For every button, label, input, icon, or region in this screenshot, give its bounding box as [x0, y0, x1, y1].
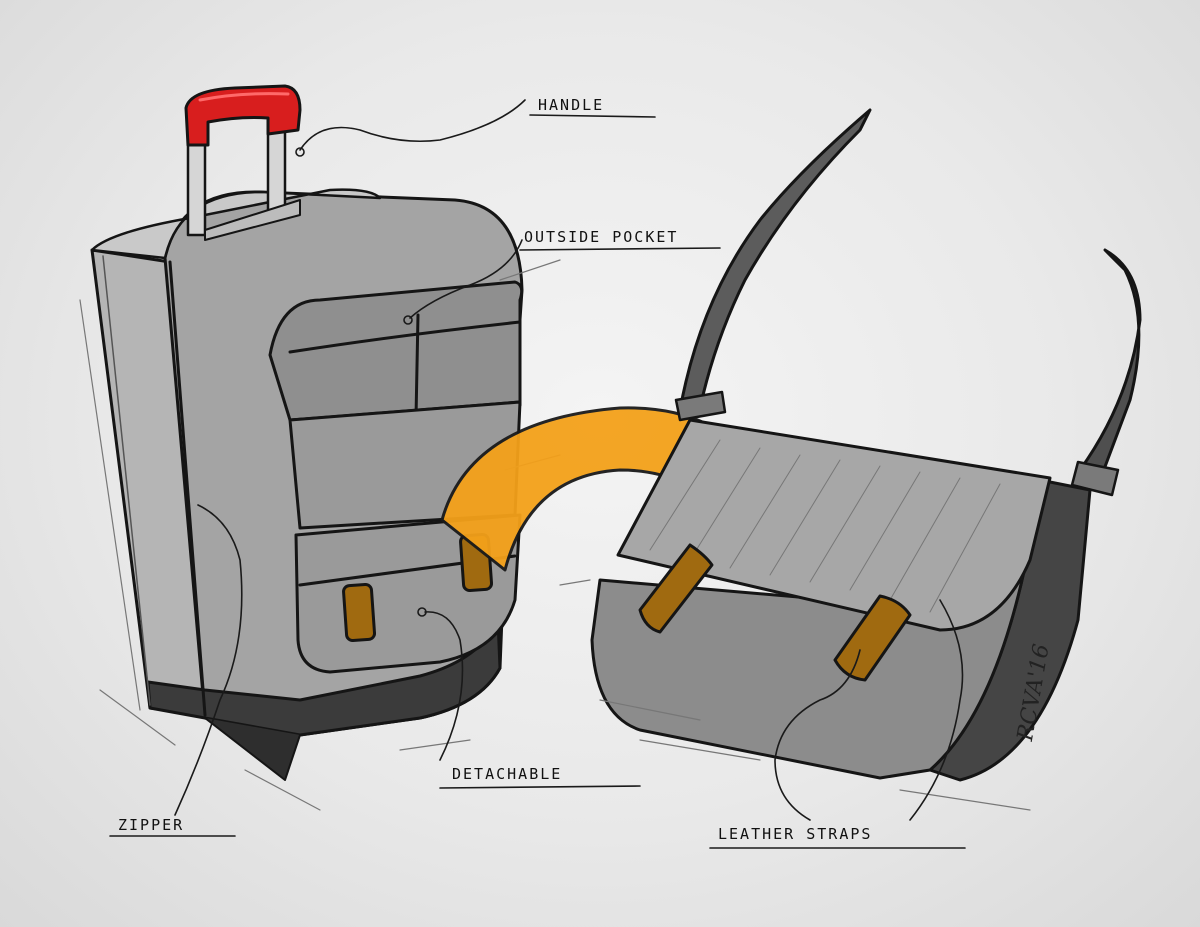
leader-detachable [424, 611, 464, 761]
leader-pocket [409, 239, 523, 319]
callout-leaders [109, 99, 966, 849]
label-detachable: DETACHABLE [452, 765, 563, 783]
zipper-line [168, 260, 207, 717]
handle-post-right [266, 123, 287, 217]
handle-post-left [186, 133, 207, 237]
outside-pocket-upper [268, 280, 524, 422]
suitcase-strap-left [342, 582, 377, 643]
leader-straps-2 [909, 599, 964, 821]
leader-handle [299, 99, 526, 151]
handle-grip [184, 84, 302, 147]
leader-straps [774, 649, 861, 821]
leader-zipper [174, 504, 243, 816]
suitcase [79, 84, 561, 811]
bag-leather-strap-right [833, 594, 912, 682]
label-outside-pocket: OUTSIDE POCKET [524, 228, 679, 246]
label-leather-straps: LEATHER STRAPS [718, 825, 873, 843]
bag-strap-right [1078, 248, 1142, 482]
messenger-bag [559, 108, 1142, 811]
bag-strap-left [678, 108, 872, 412]
label-zipper: ZIPPER [118, 816, 185, 834]
bag-flap [616, 418, 1052, 632]
bag-leather-strap-left [638, 543, 714, 634]
label-handle: HANDLE [538, 96, 605, 114]
